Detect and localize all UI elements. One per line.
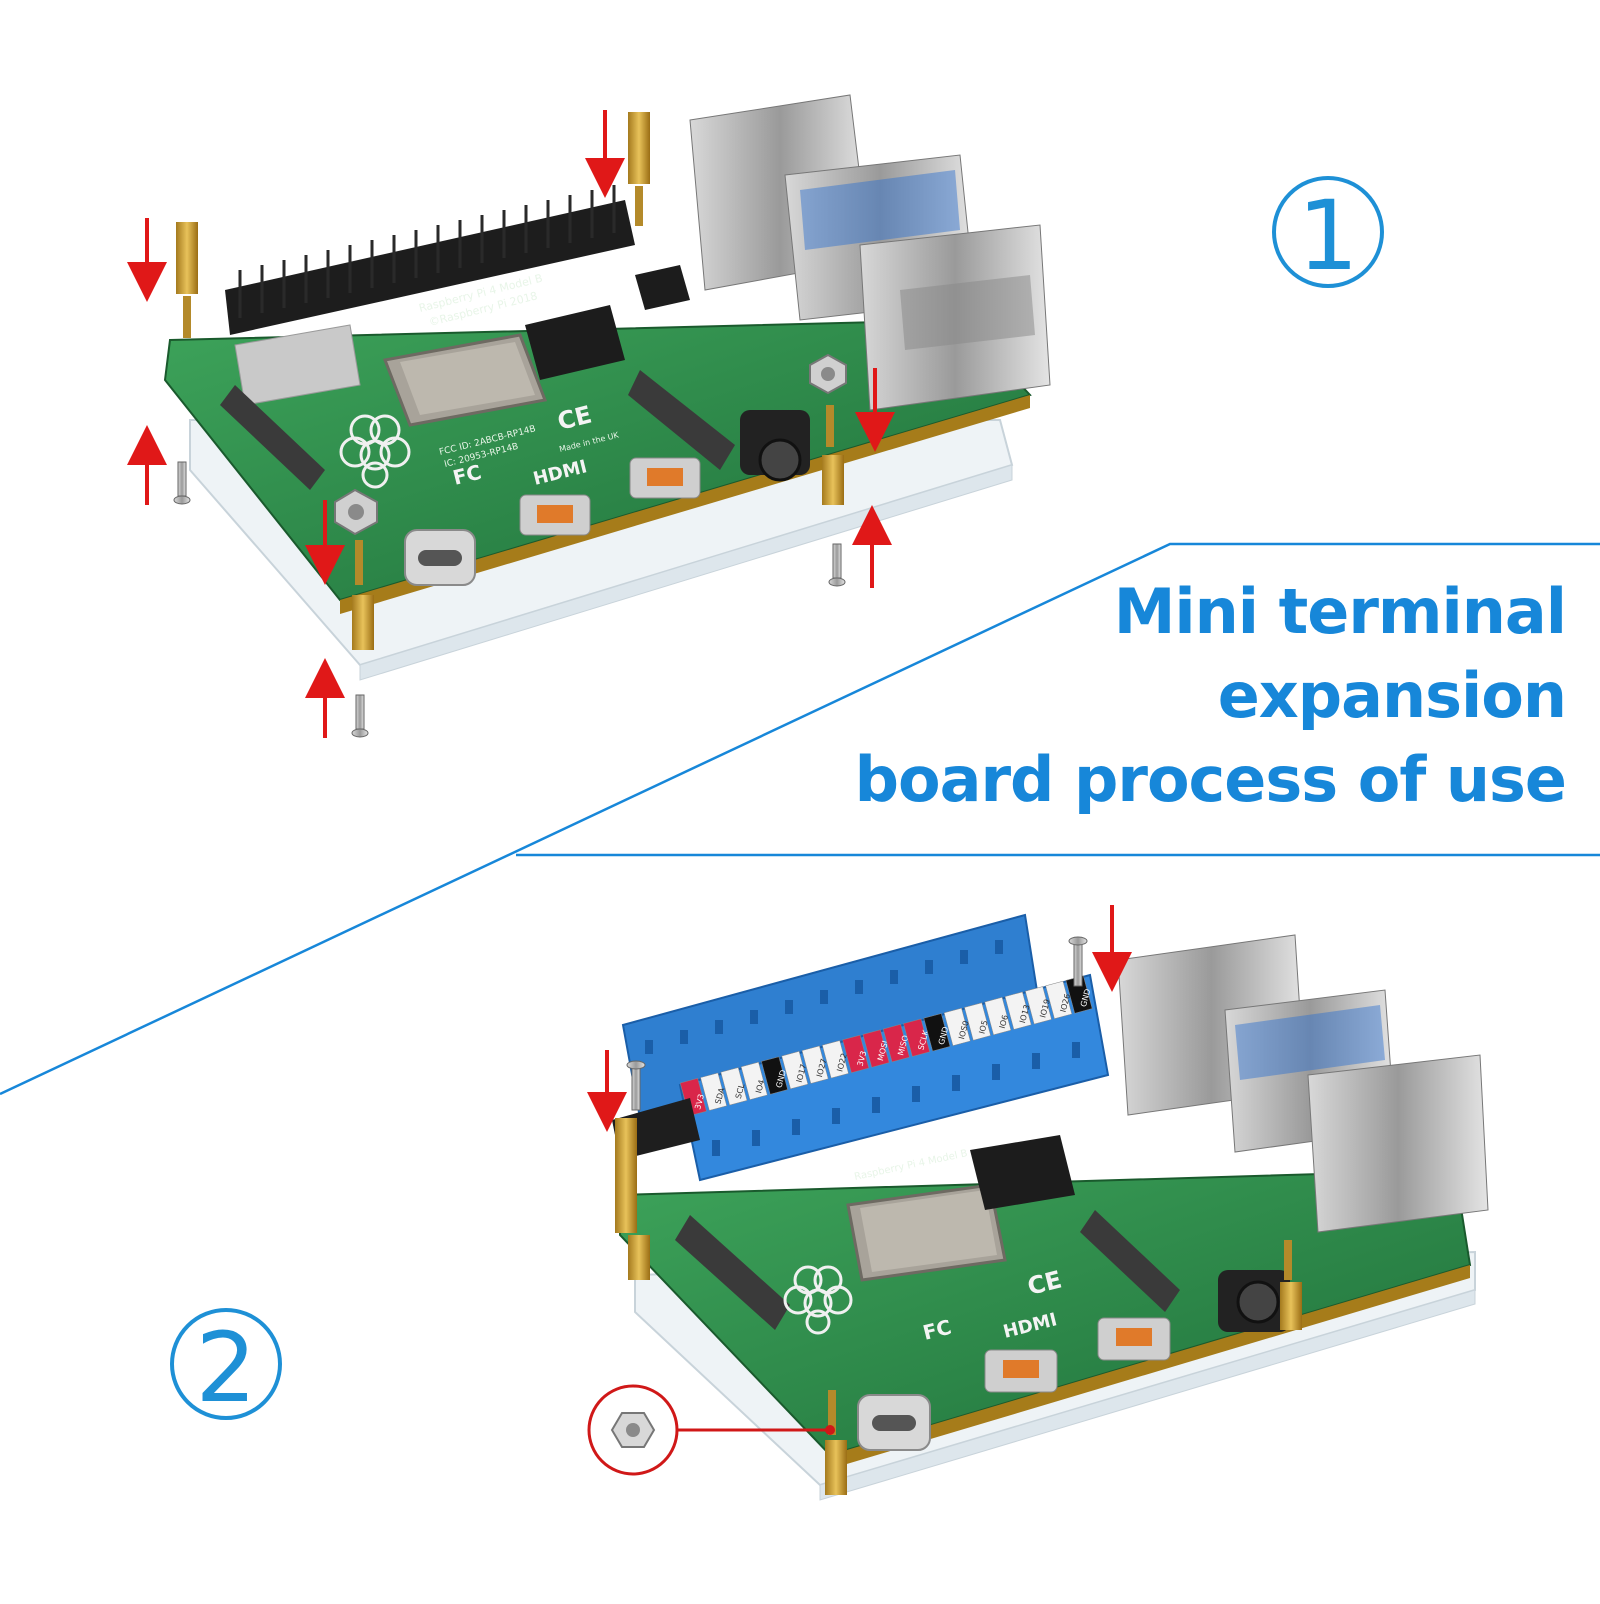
terminal-label-tag xyxy=(1045,980,1073,1019)
terminal-label-text: IO4 xyxy=(754,1079,766,1095)
terminal-label-text: SCL xyxy=(734,1082,747,1099)
headline-line-3: board process of use xyxy=(854,743,1567,816)
terminal-label-tag xyxy=(801,1045,829,1084)
screw-icon xyxy=(626,936,1088,1111)
terminal-label-tag xyxy=(964,1002,991,1041)
terminal-label-tag xyxy=(903,1018,931,1057)
terminal-label-text: SDA xyxy=(714,1086,727,1105)
terminal-label-tag xyxy=(1025,986,1052,1025)
terminal-label-text: IO5 xyxy=(977,1019,989,1035)
divider-lines xyxy=(0,542,1600,1096)
terminal-label-tag xyxy=(700,1072,728,1111)
red-arrow-icon xyxy=(587,905,1132,1132)
terminal-label-tag xyxy=(882,1024,910,1063)
brass-standoff-icon xyxy=(628,112,650,184)
brass-standoff-icon xyxy=(176,222,198,294)
screw-icon xyxy=(173,461,846,738)
terminal-label-text: 3V3 xyxy=(693,1093,706,1110)
headline-line-1: Mini terminal xyxy=(1113,575,1567,648)
step-1-badge: 1 xyxy=(1272,176,1384,292)
terminal-label-tag xyxy=(781,1051,809,1090)
terminal-label-tag xyxy=(761,1056,788,1095)
board-model-text-2: Raspberry Pi 4 Model B xyxy=(853,1148,968,1183)
raspberry-logo-icon xyxy=(339,414,411,489)
gpio-header xyxy=(225,200,635,335)
red-arrow-icon xyxy=(127,110,895,738)
step-2-badge: 2 xyxy=(170,1308,282,1424)
terminal-label-tag xyxy=(862,1029,890,1068)
terminal-label-tag xyxy=(720,1067,748,1106)
terminal-label-tag xyxy=(1004,991,1032,1030)
terminal-label-tag xyxy=(822,1040,849,1079)
terminal-label-tag xyxy=(842,1034,870,1073)
terminal-label-text: 3V3 xyxy=(856,1050,869,1067)
terminal-label-tag xyxy=(943,1007,971,1046)
step1-board-illustration: Raspberry Pi 4 Model B ©Raspberry Pi 201… xyxy=(127,94,1051,738)
terminal-label-tag xyxy=(740,1061,768,1100)
terminal-label-tag xyxy=(984,997,1012,1036)
terminal-label-text: IO6 xyxy=(998,1014,1010,1030)
headline-line-2: expansion xyxy=(1217,659,1567,732)
terminal-label-tag xyxy=(923,1013,951,1052)
headline: Mini terminal expansion board process of… xyxy=(806,570,1567,822)
raspberry-logo-icon xyxy=(783,1265,853,1335)
